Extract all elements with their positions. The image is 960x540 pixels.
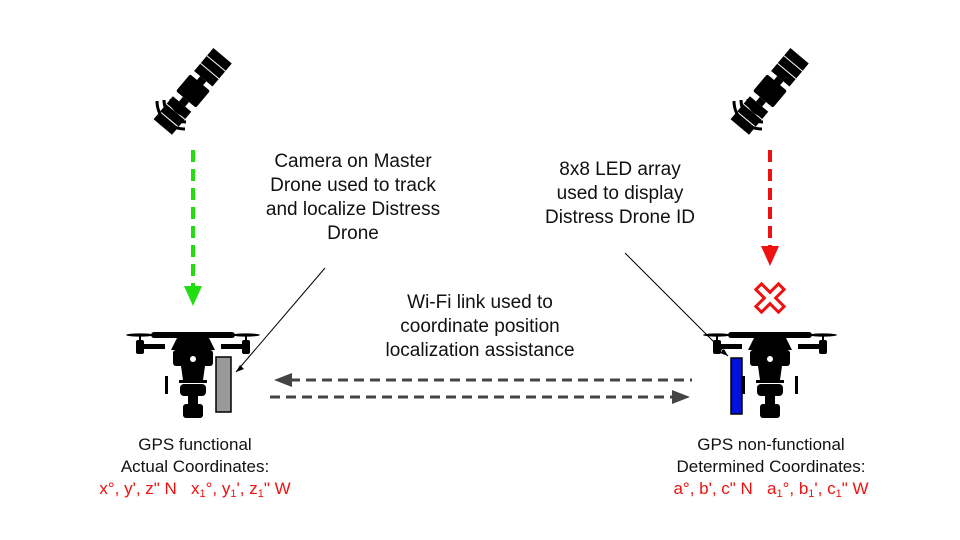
- coordinates-value: x°, y', z" N x1°, y1', z1" W: [60, 478, 330, 500]
- led-pointer-line: [624, 252, 729, 357]
- wifi-link-arrow-left: [274, 373, 692, 387]
- led-annotation-line: 8x8 LED array: [559, 159, 681, 180]
- distress-drone-caption: GPS non-functional Determined Coordinate…: [626, 434, 916, 500]
- gps-failure-cross-icon: [753, 281, 787, 315]
- wifi-link-arrow-right: [270, 390, 690, 404]
- latitude-value: a°, b', c" N: [673, 479, 753, 498]
- left-satellite-icon: [151, 45, 235, 137]
- master-drone-caption: GPS functional Actual Coordinates: x°, y…: [60, 434, 330, 500]
- wifi-annotation-line: localization assistance: [385, 340, 575, 361]
- latitude-value: x°, y', z" N: [99, 479, 177, 498]
- led-annotation-line: used to display: [556, 183, 684, 204]
- camera-pointer-line: [235, 267, 326, 373]
- camera-annotation: Camera on Master Drone used to track and…: [245, 150, 461, 246]
- led-array: [730, 357, 743, 415]
- distress-drone-icon: [703, 332, 837, 418]
- coordinates-title: Determined Coordinates:: [676, 457, 866, 476]
- left-gps-signal-arrow: [184, 150, 202, 306]
- longitude-value: a1°, b1', c1" W: [767, 479, 869, 500]
- camera-annotation-line: Camera on Master: [274, 151, 432, 172]
- gps-status-label: GPS non-functional: [697, 435, 845, 454]
- master-drone-icon: [126, 332, 260, 418]
- led-annotation: 8x8 LED array used to display Distress D…: [520, 158, 720, 230]
- right-gps-signal-arrow: [761, 150, 779, 266]
- camera-annotation-line: Drone: [327, 223, 379, 244]
- camera-annotation-line: and localize Distress: [265, 199, 441, 220]
- camera-module: [215, 356, 232, 413]
- gps-status-label: GPS functional: [138, 435, 252, 454]
- longitude-value: x1°, y1', z1" W: [191, 479, 291, 500]
- wifi-annotation-line: coordinate position: [400, 316, 560, 337]
- right-satellite-icon: [728, 45, 812, 137]
- camera-annotation-line: Drone used to track: [270, 175, 436, 196]
- coordinates-value: a°, b', c" N a1°, b1', c1" W: [626, 478, 916, 500]
- wifi-annotation-line: Wi-Fi link used to: [407, 292, 553, 313]
- led-annotation-line: Distress Drone ID: [545, 207, 695, 228]
- wifi-annotation: Wi-Fi link used to coordinate position l…: [370, 291, 590, 363]
- coordinates-title: Actual Coordinates:: [120, 457, 270, 476]
